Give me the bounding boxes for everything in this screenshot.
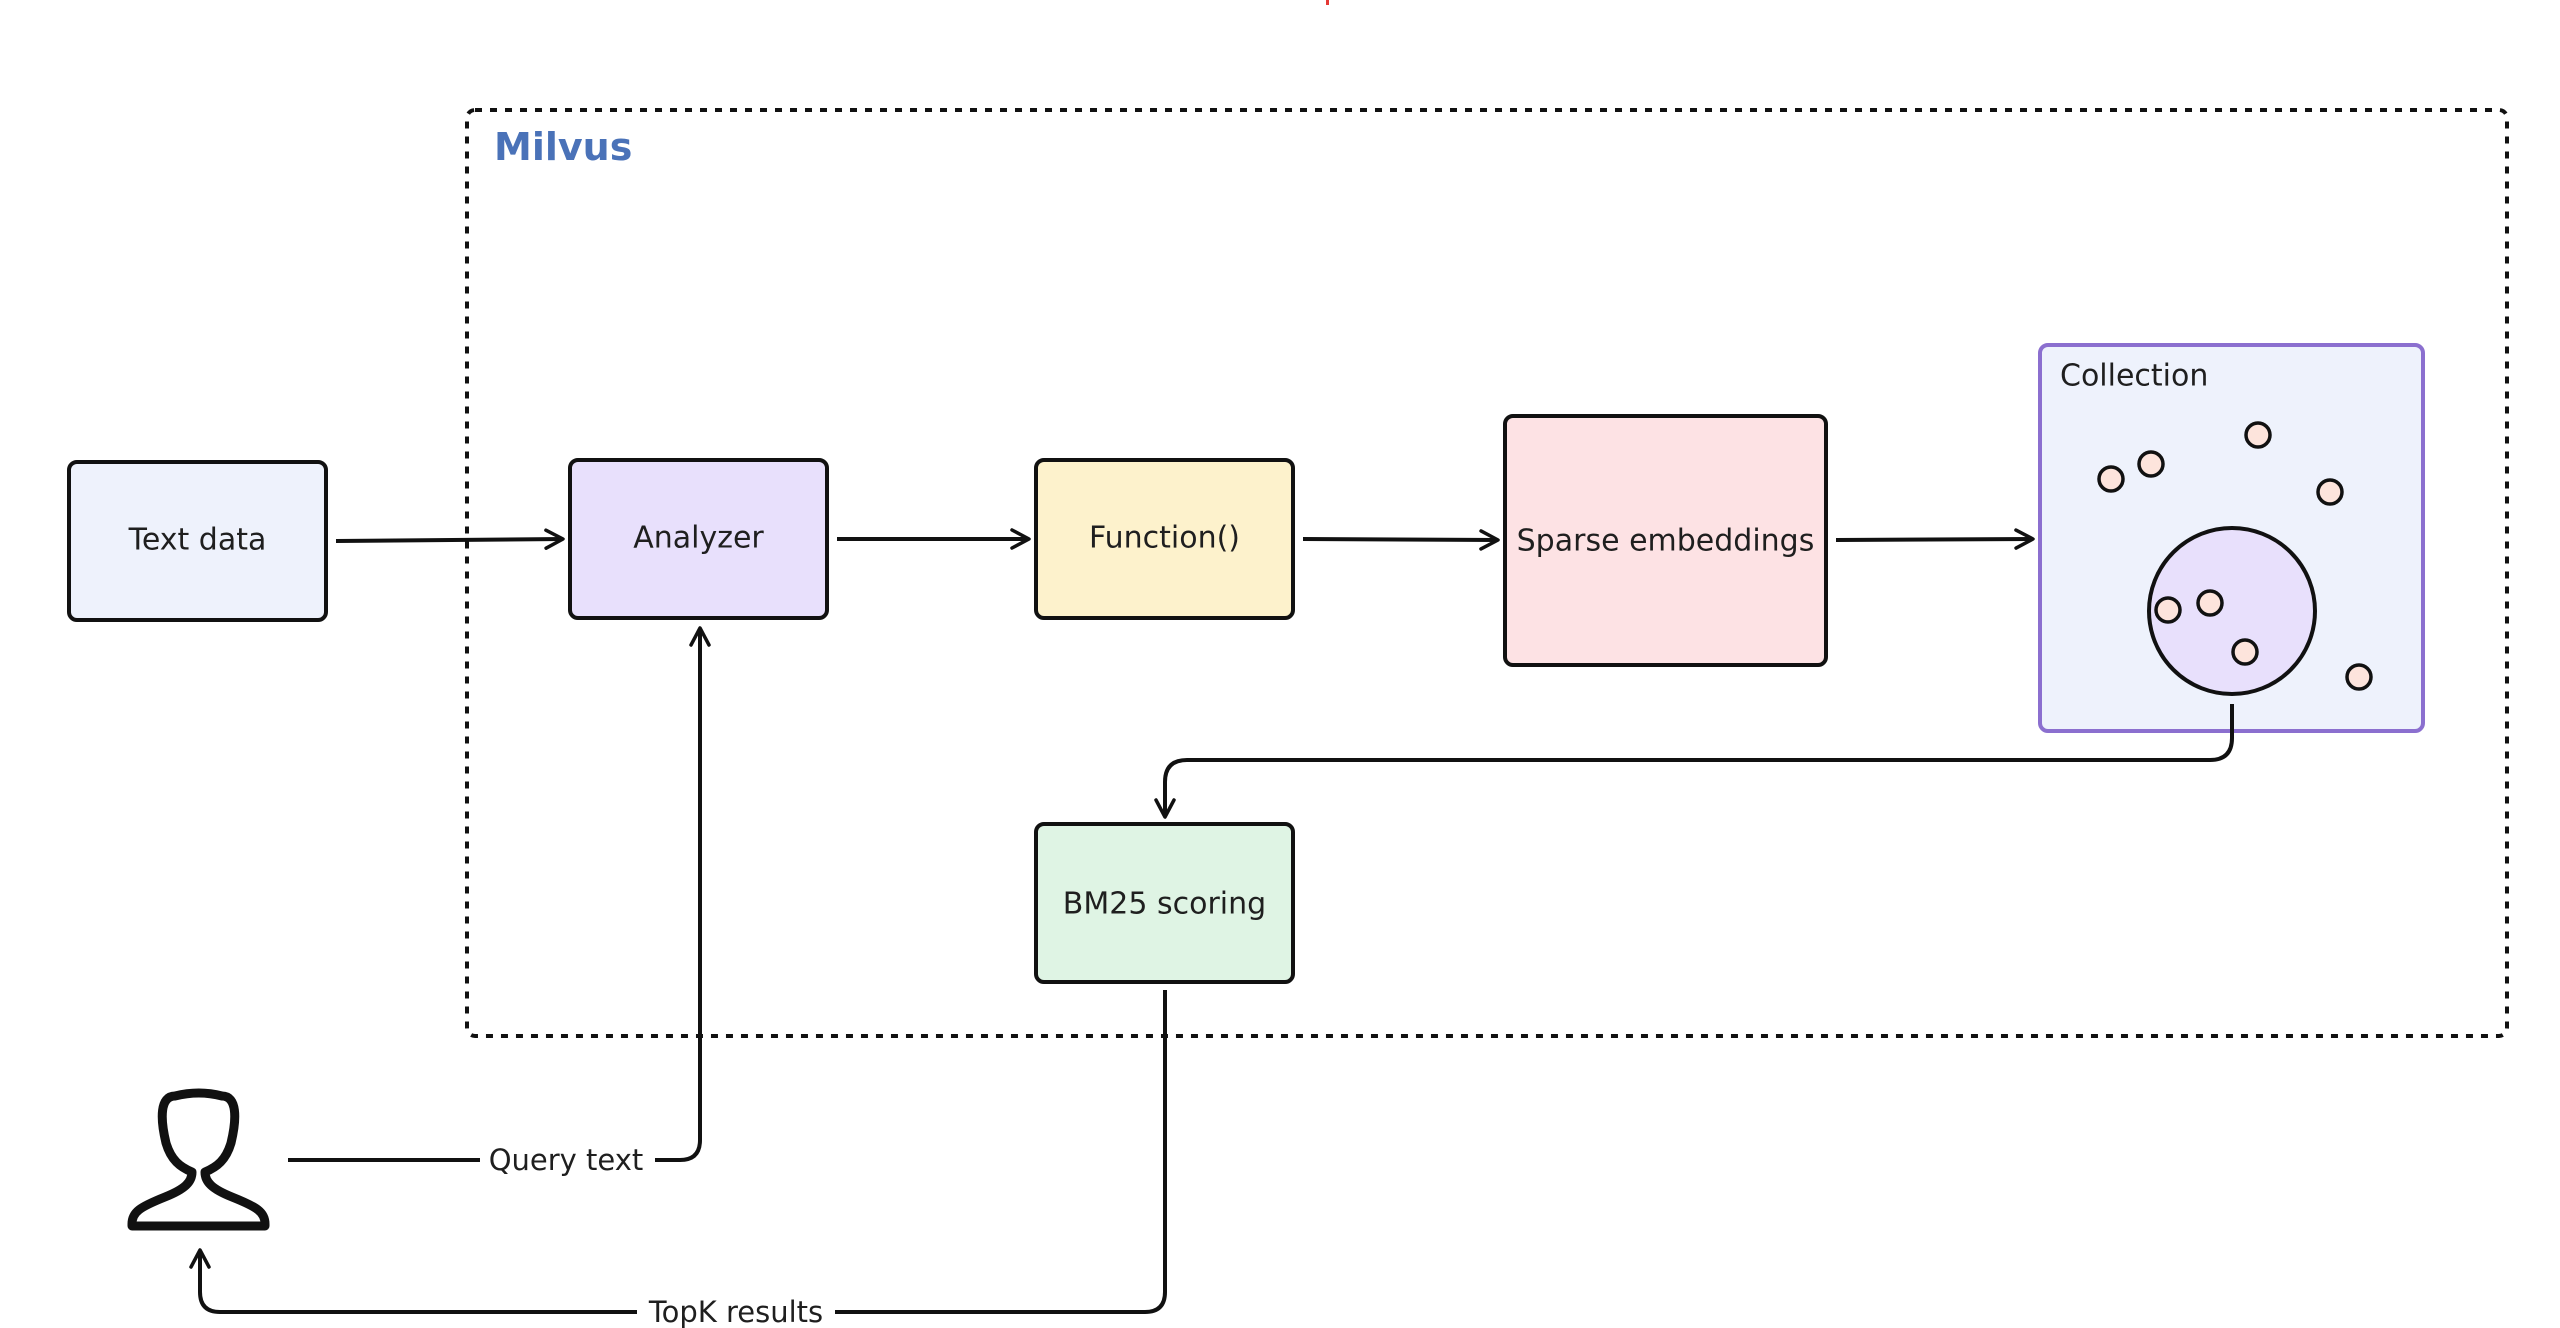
node-text-data[interactable]: Text data bbox=[67, 460, 328, 622]
vector-point bbox=[2345, 663, 2373, 691]
vector-point bbox=[2097, 465, 2125, 493]
vector-point bbox=[2196, 589, 2224, 617]
vector-point bbox=[2316, 478, 2344, 506]
arrow-sparse-embeddings-to-collection bbox=[1835, 528, 2035, 550]
node-collection[interactable]: Collection bbox=[2038, 343, 2425, 733]
arrow-collection-to-bm25 bbox=[1154, 704, 2234, 819]
function-label: Function() bbox=[1089, 521, 1240, 556]
arrow-topk-to-user bbox=[189, 1248, 637, 1314]
vector-point bbox=[2231, 638, 2259, 666]
milvus-group-title: Milvus bbox=[494, 125, 632, 169]
collection-cluster-circle bbox=[2147, 526, 2317, 696]
arrow-query-to-analyzer bbox=[655, 626, 711, 1162]
edge-topk-line-right bbox=[835, 990, 1167, 1314]
function-box bbox=[1034, 458, 1295, 620]
collection-label: Collection bbox=[2060, 359, 2208, 394]
vector-point bbox=[2244, 421, 2272, 449]
node-bm25-scoring[interactable]: BM25 scoring bbox=[1034, 822, 1295, 984]
text-data-label: Text data bbox=[128, 523, 267, 558]
arrow-function-to-sparse-embeddings bbox=[1302, 529, 1500, 551]
query-text-label: Query text bbox=[489, 1143, 644, 1177]
bm25-scoring-label: BM25 scoring bbox=[1063, 887, 1266, 922]
analyzer-box bbox=[568, 458, 829, 620]
top-marker bbox=[1326, 0, 1329, 5]
topk-results-label: TopK results bbox=[648, 1295, 823, 1328]
user-icon bbox=[127, 1088, 270, 1231]
node-sparse-embeddings[interactable]: Sparse embeddings bbox=[1503, 414, 1828, 667]
milvus-group-boundary bbox=[465, 108, 2509, 1038]
sparse-embeddings-box bbox=[1503, 414, 1828, 667]
sparse-embeddings-label: Sparse embeddings bbox=[1517, 524, 1815, 559]
arrow-text-data-to-analyzer bbox=[335, 528, 565, 550]
text-data-box bbox=[67, 460, 328, 622]
vector-point bbox=[2137, 450, 2165, 478]
node-analyzer[interactable]: Analyzer bbox=[568, 458, 829, 620]
analyzer-label: Analyzer bbox=[633, 521, 764, 556]
node-function[interactable]: Function() bbox=[1034, 458, 1295, 620]
vector-point bbox=[2154, 596, 2182, 624]
bm25-scoring-box bbox=[1034, 822, 1295, 984]
